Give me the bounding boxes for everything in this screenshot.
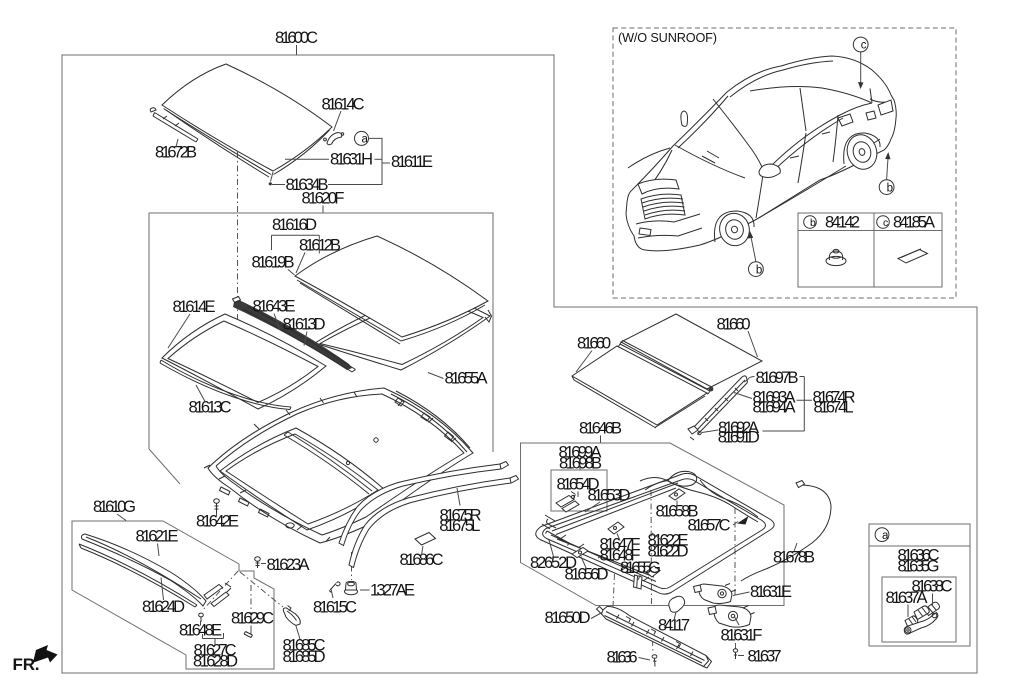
svg-text:82652D: 82652D xyxy=(530,554,577,572)
svg-text:81678B: 81678B xyxy=(773,549,815,567)
svg-text:81627C: 81627C xyxy=(194,642,237,660)
svg-text:81631H: 81631H xyxy=(330,151,373,169)
svg-text:81637A: 81637A xyxy=(886,589,928,607)
svg-text:FR.: FR. xyxy=(13,655,40,674)
svg-text:81648F: 81648F xyxy=(600,547,641,565)
svg-text:81628D: 81628D xyxy=(193,652,238,670)
svg-text:a: a xyxy=(882,530,889,542)
svg-text:81614E: 81614E xyxy=(173,298,216,316)
svg-text:81686C: 81686C xyxy=(400,551,444,569)
svg-text:81622D: 81622D xyxy=(648,543,689,561)
svg-text:81635G: 81635G xyxy=(898,558,940,576)
svg-text:84185A: 84185A xyxy=(893,214,935,232)
svg-text:81636: 81636 xyxy=(607,649,638,667)
svg-text:b: b xyxy=(756,264,762,276)
svg-text:81647F: 81647F xyxy=(600,535,641,553)
svg-text:81654D: 81654D xyxy=(557,476,600,494)
svg-text:c: c xyxy=(861,40,867,52)
svg-text:81656D: 81656D xyxy=(565,566,609,584)
svg-text:81657C: 81657C xyxy=(688,517,731,535)
svg-text:b: b xyxy=(810,217,816,229)
svg-text:81655A: 81655A xyxy=(445,370,488,388)
svg-text:81614C: 81614C xyxy=(322,96,365,114)
svg-text:84142: 84142 xyxy=(825,214,860,232)
svg-text:81692A: 81692A xyxy=(718,419,759,437)
svg-text:81675R: 81675R xyxy=(440,506,482,524)
svg-text:81615C: 81615C xyxy=(313,599,357,617)
svg-text:81685D: 81685D xyxy=(283,648,326,666)
svg-text:81660: 81660 xyxy=(717,315,751,333)
svg-text:81620F: 81620F xyxy=(302,190,345,208)
svg-text:81616D: 81616D xyxy=(272,216,317,234)
svg-text:81648E: 81648E xyxy=(179,622,222,640)
svg-text:81600C: 81600C xyxy=(275,29,318,47)
svg-text:81698B: 81698B xyxy=(559,454,602,472)
svg-text:81623A: 81623A xyxy=(267,556,310,574)
svg-text:84117: 84117 xyxy=(658,616,690,634)
svg-text:(W/O SUNROOF): (W/O SUNROOF) xyxy=(618,31,717,45)
svg-text:81672B: 81672B xyxy=(155,144,197,162)
svg-text:81612B: 81612B xyxy=(299,237,341,255)
svg-text:81674R: 81674R xyxy=(813,388,856,406)
svg-text:81621E: 81621E xyxy=(136,528,179,546)
svg-text:81697B: 81697B xyxy=(756,369,799,387)
svg-text:1327AE: 1327AE xyxy=(370,581,415,599)
svg-text:b: b xyxy=(887,182,893,194)
svg-text:81685C: 81685C xyxy=(283,637,326,655)
svg-text:81646B: 81646B xyxy=(579,420,622,438)
svg-text:81693A: 81693A xyxy=(753,388,796,406)
svg-text:81613C: 81613C xyxy=(189,399,232,417)
svg-text:81613D: 81613D xyxy=(283,316,326,334)
svg-text:81638C: 81638C xyxy=(912,578,953,596)
svg-text:c: c xyxy=(883,217,888,229)
svg-text:81643E: 81643E xyxy=(253,298,296,316)
svg-text:81699A: 81699A xyxy=(559,444,602,462)
svg-text:81694A: 81694A xyxy=(753,399,796,417)
svg-text:81674L: 81674L xyxy=(814,399,854,417)
svg-text:81619B: 81619B xyxy=(252,254,295,272)
svg-text:81675L: 81675L xyxy=(439,517,480,535)
svg-text:81631E: 81631E xyxy=(750,583,792,601)
svg-text:a: a xyxy=(362,134,369,146)
svg-text:81622E: 81622E xyxy=(648,532,689,550)
svg-text:81611E: 81611E xyxy=(391,153,433,171)
svg-text:81691D: 81691D xyxy=(718,429,760,447)
svg-text:81624D: 81624D xyxy=(142,598,185,616)
svg-text:81650D: 81650D xyxy=(545,609,591,627)
svg-text:81634B: 81634B xyxy=(286,176,329,194)
svg-text:81636C: 81636C xyxy=(898,547,940,565)
svg-text:81637: 81637 xyxy=(748,647,782,665)
svg-text:81655G: 81655G xyxy=(620,559,661,577)
svg-text:81642E: 81642E xyxy=(196,513,239,531)
svg-text:81653D: 81653D xyxy=(588,486,631,504)
svg-text:81610G: 81610G xyxy=(93,498,136,516)
svg-text:81658B: 81658B xyxy=(656,503,699,521)
svg-text:81629C: 81629C xyxy=(231,610,274,628)
svg-text:81660: 81660 xyxy=(577,334,611,352)
svg-text:81631F: 81631F xyxy=(721,627,763,645)
